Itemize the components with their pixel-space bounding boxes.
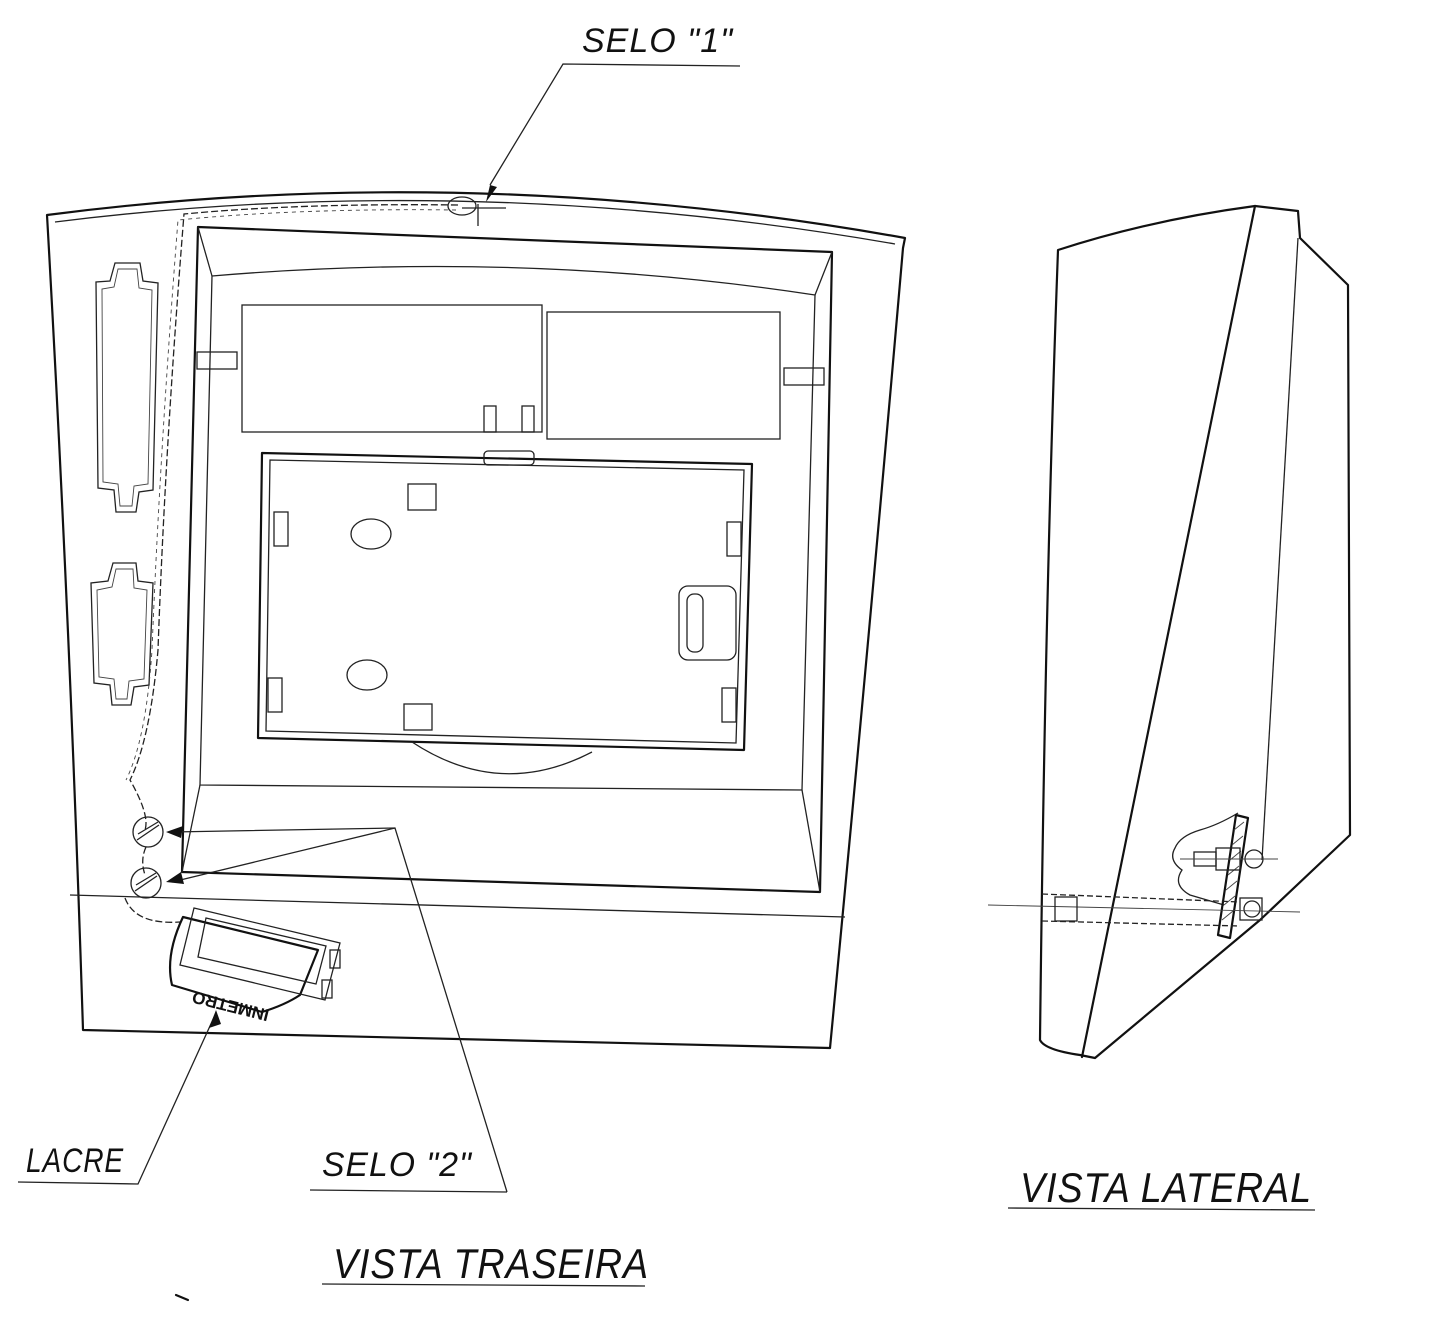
board-holder-inner xyxy=(265,459,745,744)
bracket-plate xyxy=(1216,813,1250,940)
keyhole-slot-1 xyxy=(95,262,159,513)
connector-slot-outer xyxy=(678,585,737,661)
lacre-arrowhead xyxy=(209,1010,221,1028)
corner-block-2 xyxy=(403,703,433,731)
side-washer-2 xyxy=(1243,900,1261,918)
rear-view: INMETRO xyxy=(17,63,907,1193)
board-holder-outer xyxy=(256,451,754,752)
seal-wire-strand xyxy=(125,209,457,781)
lacre-box-inner xyxy=(197,917,327,985)
upper-compartment-left xyxy=(241,304,543,433)
tab-1 xyxy=(483,405,497,433)
holder-clip-top xyxy=(483,450,535,466)
mounting-hole-1 xyxy=(350,518,392,550)
side-tab-2 xyxy=(726,521,742,557)
seal-screw-1-slot xyxy=(136,821,160,841)
selo2-leader-2 xyxy=(171,827,396,883)
mounting-hole-2 xyxy=(346,659,388,691)
side-tab-1 xyxy=(273,511,289,547)
stray-mark xyxy=(174,1293,190,1302)
lacre-label: LACRE xyxy=(26,1142,124,1180)
housing-top-rim xyxy=(54,199,896,245)
selo1-arrowhead xyxy=(486,185,497,202)
lacre-tag-body xyxy=(169,915,320,1014)
selo1-leader xyxy=(489,63,741,186)
keyhole-slot-2 xyxy=(90,562,154,706)
seal-wire xyxy=(124,204,459,923)
tab-2 xyxy=(521,405,535,433)
housing-outline xyxy=(45,191,907,1050)
latch-right xyxy=(783,367,825,386)
vista-lateral-title: VISTA LATERAL xyxy=(1020,1164,1312,1211)
selo2-arrowhead-1 xyxy=(166,826,183,838)
seal-screw-1 xyxy=(132,816,164,848)
seal-screw-2 xyxy=(130,867,162,899)
seal-screw-2-slot xyxy=(134,872,158,892)
selo2-label: SELO "2" xyxy=(322,1146,473,1184)
side-bolt-head xyxy=(1054,896,1078,922)
recess-bevel-lines xyxy=(181,226,833,893)
side-bolt xyxy=(1041,893,1241,927)
side-tab-3 xyxy=(267,677,283,713)
selo1-label: SELO "1" xyxy=(582,22,734,60)
lacre-box xyxy=(179,907,341,1001)
seal-1-clip xyxy=(447,196,477,216)
inner-recess xyxy=(180,225,834,894)
keyhole-slot-2-inner xyxy=(96,568,148,700)
inmetro-stamp: INMETRO xyxy=(190,987,271,1024)
vista-traseira-underline xyxy=(321,1283,646,1287)
selo2-arrowhead-2 xyxy=(166,872,184,884)
side-screw-axis-2 xyxy=(987,904,1301,913)
base-division-line xyxy=(69,894,846,918)
upper-compartment-right xyxy=(546,311,781,440)
side-front-edge xyxy=(1080,204,1257,1059)
vista-lateral-underline xyxy=(1007,1207,1316,1211)
corner-block-1 xyxy=(407,483,437,511)
bottom-arc xyxy=(411,741,593,775)
latch-left xyxy=(196,351,238,370)
lacre-tab-1 xyxy=(329,949,341,969)
vista-traseira-title: VISTA TRASEIRA xyxy=(333,1240,649,1287)
side-nut-3 xyxy=(1239,897,1263,921)
lacre-leader xyxy=(17,1014,216,1185)
lacre-seal: INMETRO xyxy=(169,907,341,1025)
keyhole-slot-1-inner xyxy=(101,268,153,507)
lacre-tab-2 xyxy=(321,979,333,999)
side-view xyxy=(987,204,1352,1060)
connector-slot-inner xyxy=(686,593,704,653)
selo2-underline xyxy=(309,1189,508,1193)
bracket-break xyxy=(1172,812,1239,906)
seal-1-pin xyxy=(462,204,506,226)
side-housing-outline xyxy=(1038,204,1352,1060)
side-tab-4 xyxy=(721,687,737,723)
recess-inner-edge xyxy=(199,265,816,791)
labels: SELO "1" LACRE SELO "2" VISTA TRASEIRA V… xyxy=(26,22,1316,1287)
side-back-edge xyxy=(1261,237,1299,861)
